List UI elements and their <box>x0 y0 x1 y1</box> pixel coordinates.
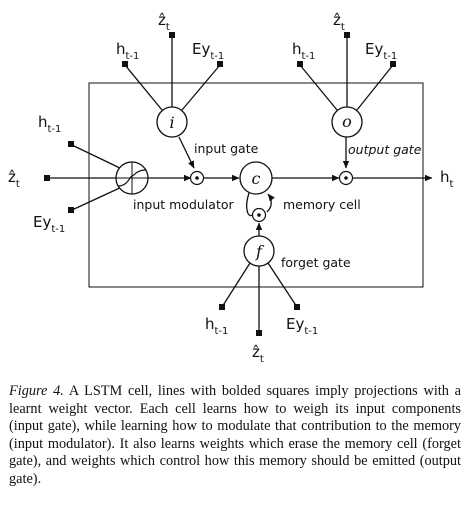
projection-square <box>344 32 350 38</box>
svg-text:ẑt: ẑt <box>252 343 264 365</box>
forget-gate-symbol: f <box>255 242 265 261</box>
projection-square <box>256 330 262 336</box>
svg-text:ẑt: ẑt <box>158 11 170 33</box>
label-ey-t-1: Eyt-1 <box>33 213 65 235</box>
svg-text:ẑt: ẑt <box>8 168 20 190</box>
svg-text:ht-1: ht-1 <box>116 40 139 62</box>
projection-square <box>219 304 225 310</box>
cell-boundary <box>88 82 424 288</box>
memory-cell-node: c <box>239 161 273 195</box>
label-z-hat: ẑt <box>158 11 170 33</box>
label-h-t-1: ht-1 <box>116 40 139 62</box>
forget-gate-inputs <box>221 262 298 332</box>
projection-square <box>297 61 303 67</box>
caption-text: A LSTM cell, lines with bolded squares i… <box>9 383 461 487</box>
output-multiply-node <box>338 170 354 186</box>
svg-text:ẑt: ẑt <box>333 11 345 33</box>
output-gate-symbol: o <box>342 112 352 131</box>
label-z-hat: ẑt <box>333 11 345 33</box>
projection-square <box>217 61 223 67</box>
svg-text:Eyt-1: Eyt-1 <box>33 213 65 235</box>
figure-label: Figure 4. <box>9 383 64 399</box>
projection-square <box>390 61 396 67</box>
input-gate-label: input gate <box>194 141 259 156</box>
label-h-t: ht <box>440 168 454 190</box>
input-gate-node: i <box>156 106 188 138</box>
memory-cell-symbol: c <box>252 169 261 188</box>
label-z-hat: ẑt <box>8 168 20 190</box>
projection-square <box>68 141 74 147</box>
svg-text:Eyt-1: Eyt-1 <box>365 40 397 62</box>
input-multiply-node <box>189 170 205 186</box>
label-ey-t-1: Eyt-1 <box>365 40 397 62</box>
label-ey-t-1: Eyt-1 <box>286 315 318 337</box>
label-h-t-1: ht-1 <box>38 113 61 135</box>
input-modulator-label: input modulator <box>133 197 234 212</box>
forget-gate-node: f <box>243 235 275 267</box>
output-gate-node: o <box>331 106 363 138</box>
main-flow <box>148 136 433 237</box>
figure-caption: Figure 4. A LSTM cell, lines with bolded… <box>9 383 461 488</box>
svg-text:ht-1: ht-1 <box>38 113 61 135</box>
lstm-cell-diagram: i o c f input gate output gate input mod… <box>8 11 454 365</box>
svg-text:Eyt-1: Eyt-1 <box>286 315 318 337</box>
svg-text:ht-1: ht-1 <box>292 40 315 62</box>
label-h-t-1: ht-1 <box>205 315 228 337</box>
projection-square <box>122 61 128 67</box>
modulator-inputs <box>47 144 125 211</box>
input-gate-inputs <box>124 36 221 111</box>
projection-square <box>68 207 74 213</box>
output-gate-label: output gate <box>348 142 422 157</box>
label-z-hat: ẑt <box>252 343 264 365</box>
label-h-t-1: ht-1 <box>292 40 315 62</box>
projection-square <box>44 175 50 181</box>
projection-square <box>294 304 300 310</box>
input-gate-symbol: i <box>169 113 174 132</box>
memory-cell-label: memory cell <box>283 197 361 212</box>
svg-text:ht-1: ht-1 <box>205 315 228 337</box>
svg-text:Eyt-1: Eyt-1 <box>192 40 224 62</box>
svg-text:ht: ht <box>440 168 454 190</box>
projection-square <box>169 32 175 38</box>
forget-multiply-node <box>251 207 267 223</box>
input-modulator-node <box>115 161 149 195</box>
output-gate-inputs <box>299 36 394 111</box>
label-ey-t-1: Eyt-1 <box>192 40 224 62</box>
forget-gate-label: forget gate <box>281 255 351 270</box>
